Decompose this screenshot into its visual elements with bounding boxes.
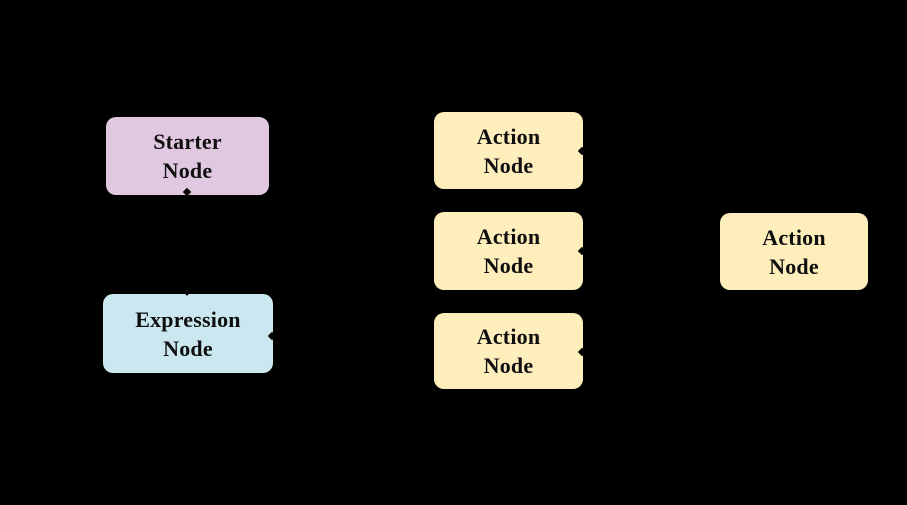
expression-node-label: Expression Node [135, 306, 241, 361]
action-node-3: Action Node [434, 313, 583, 389]
starter-node-label: Starter Node [153, 129, 222, 183]
action-node-4-label: Action Node [762, 224, 826, 279]
action-node-1: Action Node [434, 112, 583, 189]
expression-node: Expression Node [103, 294, 273, 373]
action-node-2-label: Action Node [476, 224, 541, 278]
action-node-2: Action Node [434, 212, 583, 290]
starter-node: Starter Node [106, 117, 269, 195]
action-node-3-label: Action Node [476, 324, 541, 378]
action-node-4: Action Node [720, 213, 868, 290]
action-node-1-label: Action Node [476, 123, 541, 178]
